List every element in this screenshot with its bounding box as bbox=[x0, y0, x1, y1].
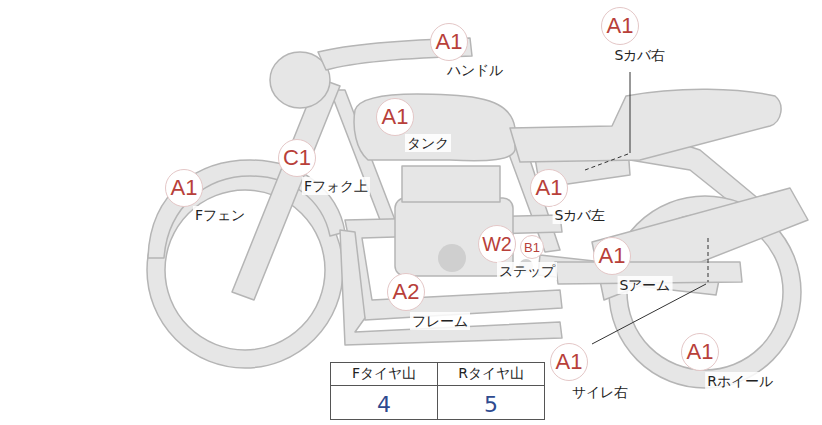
table-value: 5 bbox=[484, 392, 498, 417]
damage-callout: A1Sアーム bbox=[593, 237, 631, 275]
damage-callout: A1ハンドル bbox=[430, 23, 468, 61]
part-name: サイレ右 bbox=[570, 383, 630, 401]
part-name: Fフェン bbox=[193, 206, 247, 224]
callout-code: A1 bbox=[593, 237, 631, 275]
table-header: Fタイヤ山 bbox=[352, 365, 416, 383]
damage-callout: A1Sカバ左 bbox=[530, 169, 568, 207]
damage-callout: A1サイレ右 bbox=[550, 343, 588, 381]
damage-callout: B1 bbox=[520, 235, 544, 259]
part-name: タンク bbox=[405, 134, 451, 152]
part-name: Fフォク上 bbox=[302, 177, 370, 195]
callout-code: A1 bbox=[530, 169, 568, 207]
table-header: Rタイヤ山 bbox=[458, 365, 524, 383]
part-name: Sカバ右 bbox=[613, 46, 668, 64]
callout-code: A1 bbox=[430, 23, 468, 61]
callout-code: B1 bbox=[520, 235, 544, 259]
damage-callout: W2ステップ bbox=[478, 225, 516, 263]
callout-code: A1 bbox=[376, 98, 414, 136]
part-name: ステップ bbox=[497, 262, 557, 280]
damage-callout: A2フレーム bbox=[387, 273, 425, 311]
damage-callout: C1Fフォク上 bbox=[278, 139, 316, 177]
part-name: ハンドル bbox=[445, 61, 505, 79]
table-value: 4 bbox=[377, 392, 391, 417]
damage-callout: A1Fフェン bbox=[165, 169, 203, 207]
callout-code: A2 bbox=[387, 273, 425, 311]
callout-code: C1 bbox=[278, 139, 316, 177]
part-name: フレーム bbox=[410, 312, 470, 330]
part-name: Sアーム bbox=[618, 276, 673, 294]
damage-callout: A1Sカバ右 bbox=[601, 7, 639, 45]
callout-code: A1 bbox=[601, 7, 639, 45]
callout-code: A1 bbox=[165, 169, 203, 207]
callout-code: A1 bbox=[550, 343, 588, 381]
callout-code: A1 bbox=[681, 333, 719, 371]
callout-code: W2 bbox=[478, 225, 516, 263]
damage-callout: A1タンク bbox=[376, 98, 414, 136]
damage-callout: A1Rホイール bbox=[681, 333, 719, 371]
part-name: Sカバ左 bbox=[553, 206, 608, 224]
part-name: Rホイール bbox=[705, 372, 775, 390]
